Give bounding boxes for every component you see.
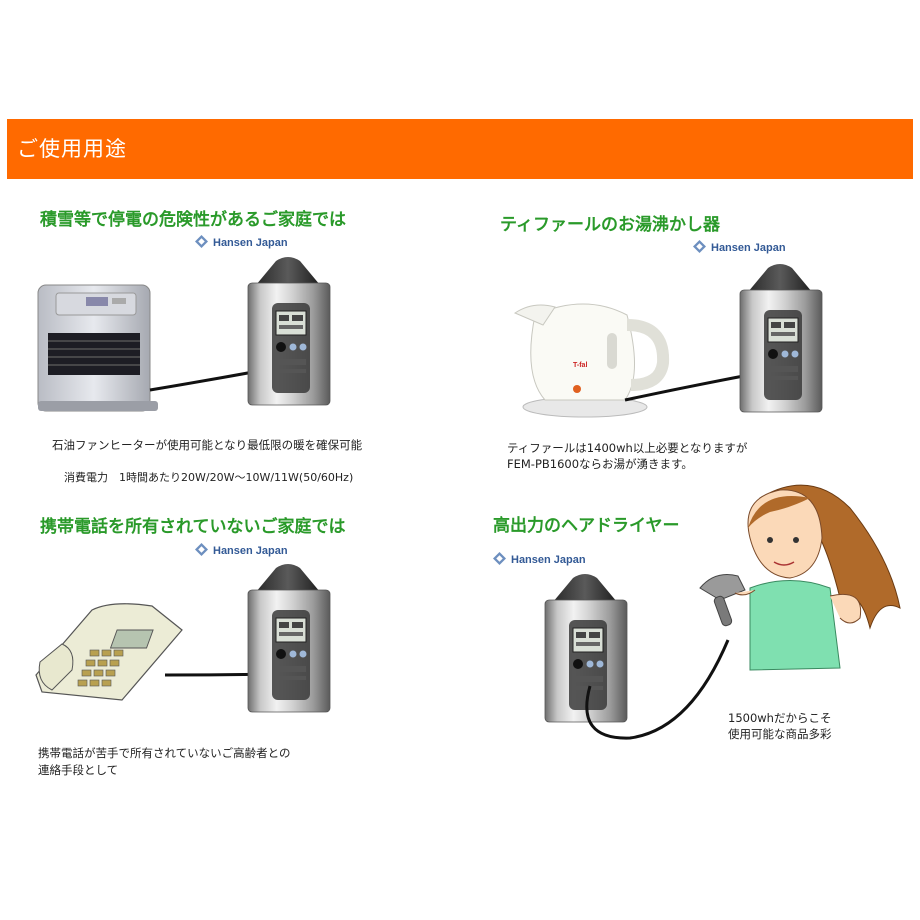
phone-caption-line-2: 連絡手段として [38,763,119,777]
desk-phone-image [35,603,183,701]
kettle-image: T-fal [513,303,670,418]
dryer-caption-line-1: 1500whだからこそ [728,711,832,725]
power-station-3 [247,563,331,713]
brand-logo-icon [195,235,208,248]
section-header: ご使用用途 [7,119,913,179]
heater-power: 消費電力 1時間あたり20W/20W～10W/11W(50/60Hz) [64,471,354,484]
section-title: ご使用用途 [17,137,127,161]
oil-heater-image [37,284,158,412]
dryer-panel-title: 高出力のヘアドライヤー [493,516,680,536]
brand-name: Hansen Japan [711,242,786,254]
brand-label: Hansen Japan [493,552,586,566]
heater-caption: 石油ファンヒーターが使用可能となり最低限の暖を確保可能 [52,438,363,452]
brand-logo-icon [693,240,706,253]
brand-name: Hansen Japan [511,554,586,566]
brand-label: Hansen Japan [195,543,288,557]
kettle-caption-line-1: ティファールは1400wh以上必要となりますが [507,441,748,455]
woman-with-hairdryer-illustration [699,484,901,671]
brand-label: Hansen Japan [195,235,288,249]
brand-label: Hansen Japan [693,240,786,254]
power-station-2 [739,263,823,413]
phone-caption-line-1: 携帯電話が苦手で所有されていないご高齢者との [38,746,291,760]
phone-panel-title: 携帯電話を所有されていないご家庭では [40,517,346,537]
kettle-brand-mark: T-fal [573,362,587,369]
brand-name: Hansen Japan [213,237,288,249]
brand-logo-icon [493,552,506,565]
power-station-1 [247,256,331,406]
kettle-panel-title: ティファールのお湯沸かし器 [500,215,720,235]
dryer-cord [585,639,730,740]
dryer-caption-line-2: 使用可能な商品多彩 [728,727,832,741]
heater-panel-title: 積雪等で停電の危険性があるご家庭では [40,210,346,230]
kettle-caption-line-2: FEM-PB1600ならお湯が湧きます。 [507,457,693,471]
brand-logo-icon [195,543,208,556]
brand-name: Hansen Japan [213,545,288,557]
